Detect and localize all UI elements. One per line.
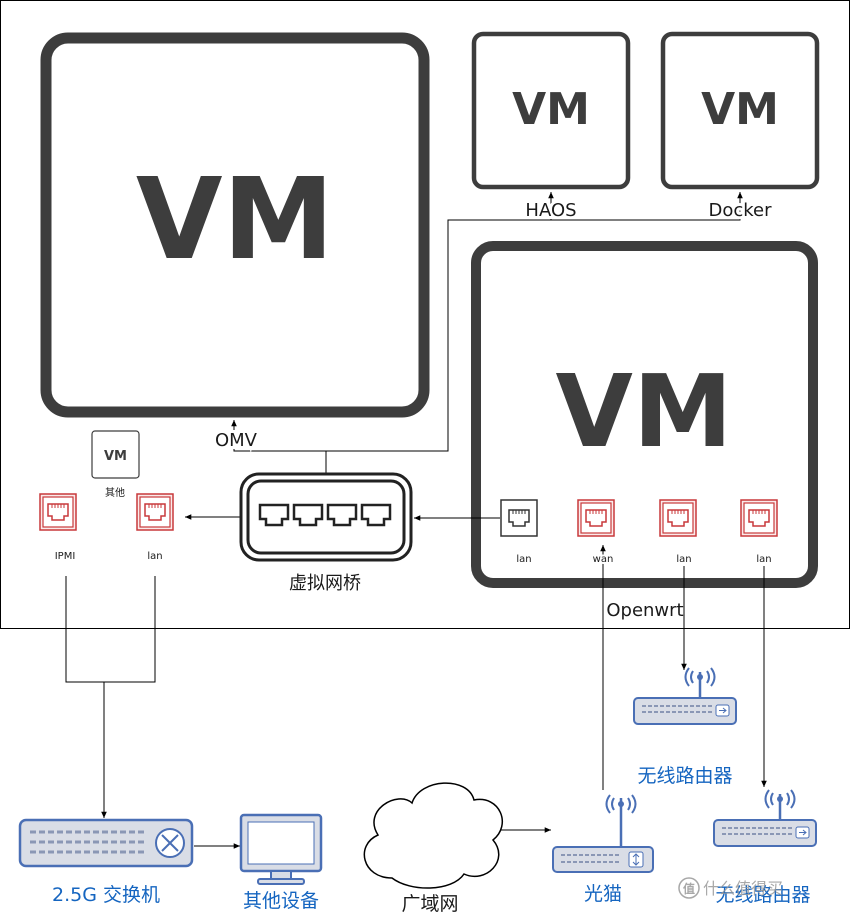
omv-label: OMV	[215, 430, 258, 451]
vm-haos-text: VM	[512, 84, 590, 135]
openwrt-lan-label-2: lan	[676, 554, 691, 565]
wan-network-label: 广域网	[401, 893, 458, 915]
watermark: 值 什么值得买	[678, 877, 783, 899]
cloud-icon	[363, 782, 503, 889]
openwrt-wan-label: wan	[593, 554, 614, 565]
openwrt-lan-label-3: lan	[756, 554, 771, 565]
openwrt-label: Openwrt	[606, 600, 683, 621]
vm-other-text: VM	[104, 449, 127, 464]
host-lan-label: lan	[147, 551, 162, 562]
openwrt-lan-port-3-icon	[740, 499, 778, 537]
monitor-icon	[239, 813, 323, 885]
other-device-label: 其他设备	[243, 890, 319, 912]
switch-icon	[18, 818, 194, 868]
host-lan-port-icon	[136, 493, 174, 531]
vm-haos: VM	[471, 31, 631, 190]
small-vm-caption: 其他	[105, 486, 125, 499]
host-frame	[0, 0, 850, 629]
openwrt-lan-bridge-port-icon	[500, 499, 538, 537]
openwrt-lan-port-2-icon	[659, 499, 697, 537]
ipmi-port-icon	[39, 493, 77, 531]
router-2-label: 无线路由器	[715, 884, 810, 906]
modem-label: 光猫	[584, 883, 622, 905]
wireless-router-1-icon	[632, 666, 738, 726]
vm-docker-text: VM	[701, 84, 779, 135]
modem-icon	[552, 794, 654, 873]
vm-docker: VM	[660, 31, 820, 190]
switch-label: 2.5G 交换机	[52, 884, 160, 906]
wireless-router-2-icon	[712, 788, 818, 848]
docker-label: Docker	[708, 200, 772, 221]
watermark-text: 什么值得买	[703, 879, 783, 898]
openwrt-lan-bridge-label: lan	[516, 554, 531, 565]
vm-openwrt-text: VM	[556, 353, 733, 470]
vm-omv-text: VM	[136, 155, 334, 285]
vm-omv: VM	[40, 32, 430, 418]
svg-text:值: 值	[683, 881, 695, 896]
bridge-label: 虚拟网桥	[289, 573, 361, 594]
openwrt-wan-port-icon	[577, 499, 615, 537]
vm-other: VM	[91, 430, 140, 479]
vm-openwrt: VM	[471, 241, 818, 588]
virtual-bridge	[239, 472, 413, 562]
ipmi-label: IPMI	[55, 551, 76, 562]
router-1-label: 无线路由器	[637, 765, 732, 787]
haos-label: HAOS	[525, 200, 576, 221]
